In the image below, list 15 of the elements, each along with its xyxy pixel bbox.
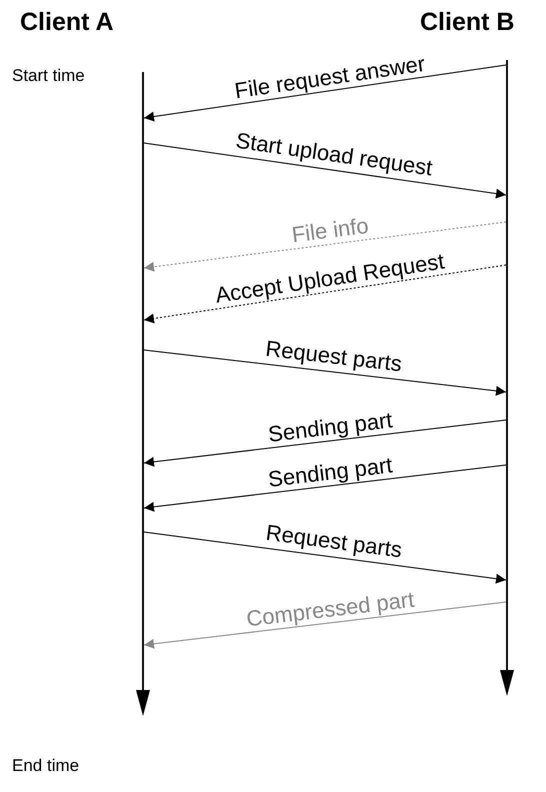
message-arrow [144,264,506,324]
lifeline-heading: Client B [420,8,514,37]
message-arrow [144,350,506,396]
message-arrow [144,464,506,512]
time-label: End time [12,756,80,776]
time-label: Start time [12,66,85,86]
lifeline [142,72,144,690]
message-arrow [144,222,506,272]
message-arrow [144,142,506,199]
message-arrow [144,532,506,584]
message-arrow [144,64,506,122]
lifeline [506,60,508,670]
message-arrow [144,420,506,467]
message-arrow [144,602,506,649]
lifeline-heading: Client A [20,8,114,37]
